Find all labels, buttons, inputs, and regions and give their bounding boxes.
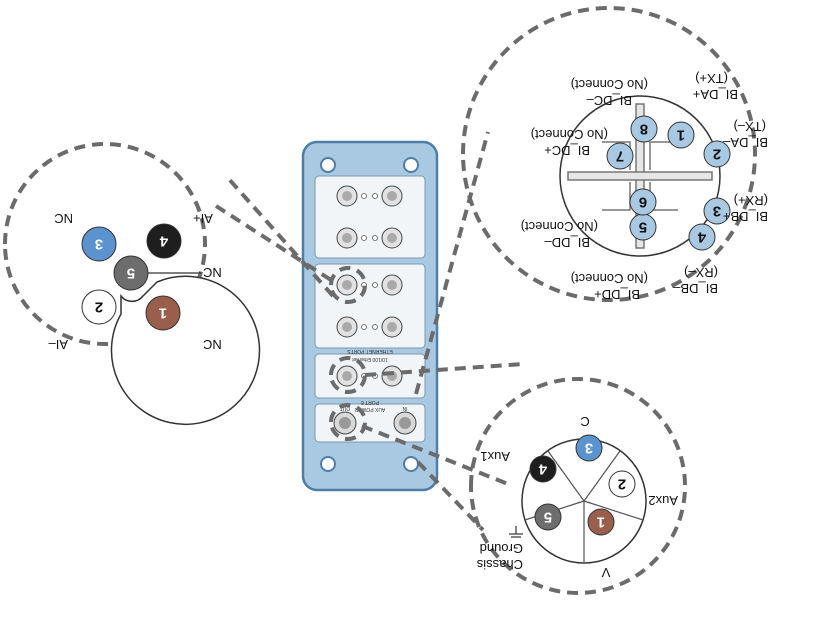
mount-hole-icon [403,157,419,173]
svg-text:6: 6 [639,194,647,211]
mount-hole-icon [320,157,336,173]
label-ai-plus: AI+ [193,211,213,226]
leader-line [214,204,333,282]
pin-2 [703,140,731,168]
leader-line [226,176,335,298]
label-dc-plus-nc: (No Connect) [531,127,608,142]
leader-line [416,460,485,532]
pin-8 [630,115,658,143]
pin-4 [688,223,716,251]
pin-2 [608,470,636,498]
callout-circle [461,6,757,302]
svg-text:2: 2 [713,146,721,163]
panel-label: 10/100 Ethernet [352,356,388,362]
panel-label: OUT [340,405,351,411]
mount-hole-icon [320,456,336,472]
label-chassis: Chassis [476,557,523,572]
label-bi-da-minus: BI_DA– [722,135,768,150]
svg-text:5: 5 [639,219,647,236]
label-dd-minus-nc: (No Connect) [521,219,598,234]
svg-text:3: 3 [585,440,593,457]
label-nc-top: NC [54,211,73,226]
label-bi-dc-plus: BI_DC+ [544,143,590,158]
callout-circle [469,377,687,595]
svg-text:1: 1 [159,305,167,322]
leader-line [361,424,509,486]
label-nc-center: NC [203,265,222,280]
label-ai-minus: AI– [48,337,68,352]
svg-text:3: 3 [95,236,103,253]
ethernet-port-highlight [329,356,367,394]
pin-6 [629,188,657,216]
ethernet-connector-callout: 1 2 3 4 5 6 7 8 BI_DA+ (TX+) BI_DA– (TX–… [461,6,768,302]
label-bi-dc-minus: BI_DC– [586,93,632,108]
pin-1 [145,295,181,331]
m12-connectors [336,185,403,387]
pin-1 [587,508,615,536]
pin-7 [606,142,634,170]
pin-3 [703,197,731,225]
svg-text:3: 3 [713,203,721,220]
connector-face [110,275,261,426]
svg-text:1: 1 [597,514,605,531]
label-bi-dd-minus: BI_DD– [544,235,590,250]
analog-connector-callout: 1 2 3 4 5 NC AI+ NC NC AI– [3,142,261,426]
callout-circle [3,142,207,346]
label-dd-plus-nc: (No Connect) [571,271,648,286]
ethernet-switch-device: AUX POWER IN OUT 10/100 Ethernet ETHERNE… [301,140,439,492]
label-c: C [580,414,589,429]
power-port-highlight [329,403,367,441]
svg-text:5: 5 [127,265,135,282]
svg-text:5: 5 [544,509,552,526]
label-bi-dd-plus: BI_DD+ [594,287,640,302]
pin-2 [81,289,117,325]
pin-1 [667,121,695,149]
ground-icon [509,526,523,538]
mount-hole-icon [403,456,419,472]
svg-text:2: 2 [95,299,103,316]
label-bi-db-minus: BI_DB– [672,281,718,296]
label-ground: Ground [480,541,523,556]
leader-line [414,131,490,395]
label-bi-db-plus: BI_DB+ [723,209,768,224]
label-rx-plus: (RX+) [734,193,768,208]
label-tx-minus: (TX–) [734,119,767,134]
pin-4 [529,455,557,483]
svg-text:2: 2 [618,476,626,493]
label-rx-minus: (RX–) [684,265,718,280]
panel-label: IN [402,405,407,411]
pin-4 [146,223,182,259]
panel-label: ETHERNET PORTS [347,348,393,354]
svg-text:4: 4 [697,229,706,246]
svg-text:8: 8 [640,121,648,138]
svg-text:7: 7 [616,148,624,165]
label-dc-minus-nc: (No Connect) [571,77,648,92]
label-aux2: Aux2 [648,493,678,508]
pin-5 [534,503,562,531]
svg-text:4: 4 [538,461,547,478]
svg-text:4: 4 [159,233,168,250]
panel-label: AUX POWER [354,406,385,412]
pin-3 [81,226,117,262]
analog-port-highlight [329,266,367,304]
power-connector-callout: 1 2 3 4 5 C Aux1 Aux2 Chassis Ground V [469,377,687,595]
pin-3 [575,434,603,462]
svg-text:1: 1 [677,127,685,144]
port-panel [314,175,426,259]
label-tx-plus: (TX+) [695,71,728,86]
label-aux1: Aux1 [480,449,510,464]
label-bi-da-plus: BI_DA+ [693,87,738,102]
leader-line [364,362,524,377]
label-v: V [601,565,610,580]
label-nc-bottom: NC [203,337,222,352]
panel-label: PORT 8 [361,399,379,405]
